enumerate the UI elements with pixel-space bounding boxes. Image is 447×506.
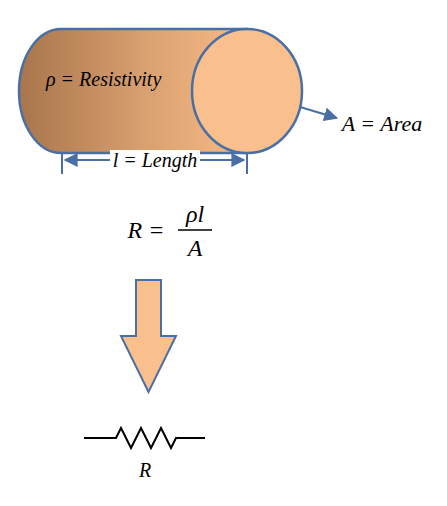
resistor-symbol	[84, 428, 205, 448]
down-arrow	[121, 280, 176, 392]
cylinder-outline	[16, 26, 308, 156]
length-label: l = Length	[110, 150, 201, 170]
formula-numerator: ρl	[186, 202, 204, 226]
formula-denominator: A	[188, 236, 203, 260]
conductor-cylinder: ρ = Resistivity	[16, 26, 308, 156]
resistor-label: R	[139, 460, 151, 480]
fraction-bar	[178, 229, 212, 231]
material-label: ρ = Resistivity	[46, 69, 161, 89]
area-label: A = Area	[342, 113, 422, 135]
formula-lhs: R =	[128, 218, 165, 242]
